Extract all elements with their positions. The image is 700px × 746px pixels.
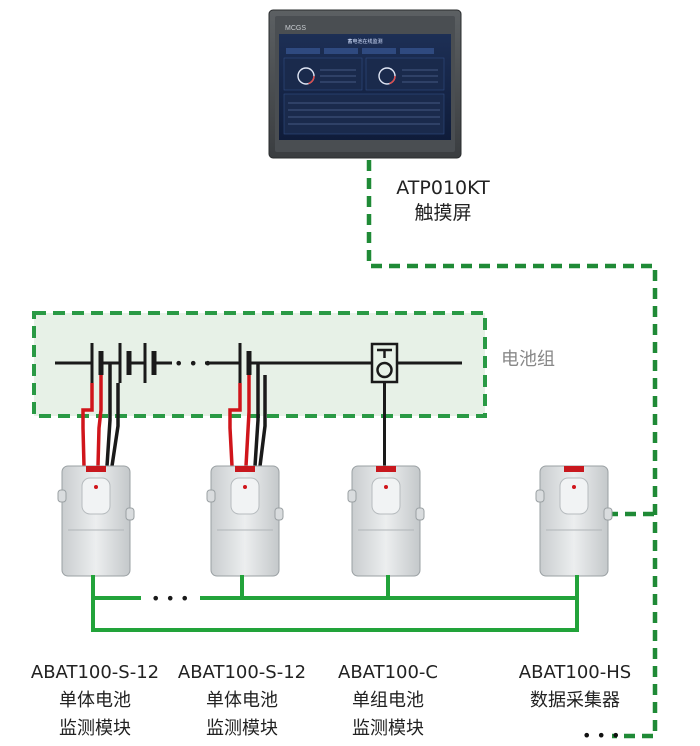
module-model: ABAT100-C bbox=[338, 662, 438, 683]
module-device-3 bbox=[347, 465, 425, 577]
module-line2: 监测模块 bbox=[352, 718, 424, 739]
status-led-icon bbox=[572, 485, 576, 489]
module-group bbox=[57, 465, 613, 577]
module-brand-tag bbox=[376, 466, 396, 472]
touchscreen-device: MCGS 蓄电池在线监测 bbox=[268, 9, 462, 159]
touchscreen-name: 触摸屏 bbox=[414, 202, 472, 224]
module-label-3: ABAT100-C 单组电池 监测模块 bbox=[328, 661, 448, 741]
battery-string bbox=[55, 343, 462, 383]
comm-ellipsis: • • • bbox=[582, 726, 620, 745]
module-brand-tag bbox=[235, 466, 255, 472]
module-device-2 bbox=[206, 465, 284, 577]
status-led-icon bbox=[384, 485, 388, 489]
module-device-1 bbox=[57, 465, 135, 577]
module2-wires bbox=[228, 363, 267, 467]
touchscreen-label: ATP010KT 触摸屏 bbox=[388, 176, 498, 226]
touchscreen-brand: MCGS bbox=[285, 25, 306, 32]
module-label-1: ABAT100-S-12 单体电池 监测模块 bbox=[30, 661, 160, 741]
module-device-4 bbox=[535, 465, 613, 577]
module-line1: 数据采集器 bbox=[530, 690, 620, 711]
module-model: ABAT100-HS bbox=[518, 662, 632, 683]
status-led-icon bbox=[243, 485, 247, 489]
module-brand-tag bbox=[86, 466, 106, 472]
module-line2: 监测模块 bbox=[59, 718, 131, 739]
touchscreen-screen-title: 蓄电池在线监测 bbox=[347, 38, 382, 45]
module-line2: 监测模块 bbox=[206, 718, 278, 739]
bus-lines bbox=[91, 575, 579, 632]
module-line1: 单体电池 bbox=[206, 690, 278, 711]
battery-string-ellipsis: • • • bbox=[174, 354, 212, 373]
module-label-2: ABAT100-S-12 单体电池 监测模块 bbox=[177, 661, 307, 741]
module-model: ABAT100-S-12 bbox=[177, 662, 307, 683]
module-brand-tag bbox=[564, 466, 584, 472]
module1-wires bbox=[81, 363, 120, 467]
status-led-icon bbox=[94, 485, 98, 489]
module-line1: 单组电池 bbox=[352, 690, 424, 711]
comm-dashed-line bbox=[366, 160, 658, 739]
touchscreen-model: ATP010KT bbox=[396, 177, 490, 199]
bus-ellipsis: • • • bbox=[151, 589, 189, 608]
module-line1: 单体电池 bbox=[59, 690, 131, 711]
module-model: ABAT100-S-12 bbox=[30, 662, 160, 683]
module-label-4: ABAT100-HS 数据采集器 bbox=[510, 661, 640, 713]
current-sensor-symbol bbox=[370, 342, 399, 466]
battery-pack-label: 电池组 bbox=[501, 349, 555, 370]
